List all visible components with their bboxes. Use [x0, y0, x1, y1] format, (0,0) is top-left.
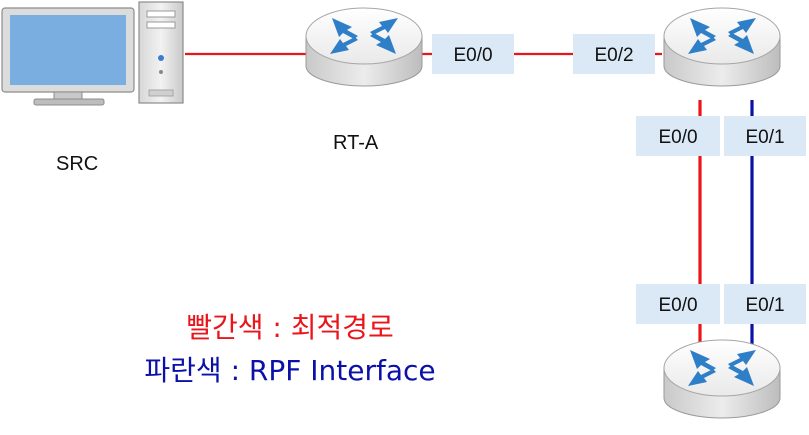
svg-text:E0/1: E0/1 — [745, 127, 784, 148]
router-top-right-icon — [663, 7, 781, 87]
router-rt-a-icon — [305, 7, 423, 87]
legend-rpf-interface: 파란색 : RPF Interface — [144, 354, 435, 387]
legend-best-path: 빨간색 : 최적경로 — [186, 311, 394, 344]
port-label-rt-tr-e0-1: E0/1 — [724, 116, 806, 156]
svg-text:E0/0: E0/0 — [658, 295, 697, 316]
src-computer-icon — [1, 1, 184, 106]
port-label-rt-tr-e0-0: E0/0 — [636, 116, 720, 156]
svg-text:E0/0: E0/0 — [658, 127, 697, 148]
svg-text:E0/0: E0/0 — [453, 45, 492, 66]
svg-text:E0/2: E0/2 — [594, 45, 633, 66]
rt-a-label: RT-A — [333, 132, 379, 154]
src-label: SRC — [56, 153, 98, 175]
router-bottom-right-icon — [663, 339, 781, 419]
port-label-rt-br-e0-1: E0/1 — [724, 284, 806, 324]
port-label-rt-br-e0-0: E0/0 — [636, 284, 720, 324]
svg-text:E0/1: E0/1 — [745, 295, 784, 316]
port-label-rt-a-e0-0: E0/0 — [432, 34, 514, 74]
port-label-rt-tr-e0-2: E0/2 — [573, 34, 655, 74]
